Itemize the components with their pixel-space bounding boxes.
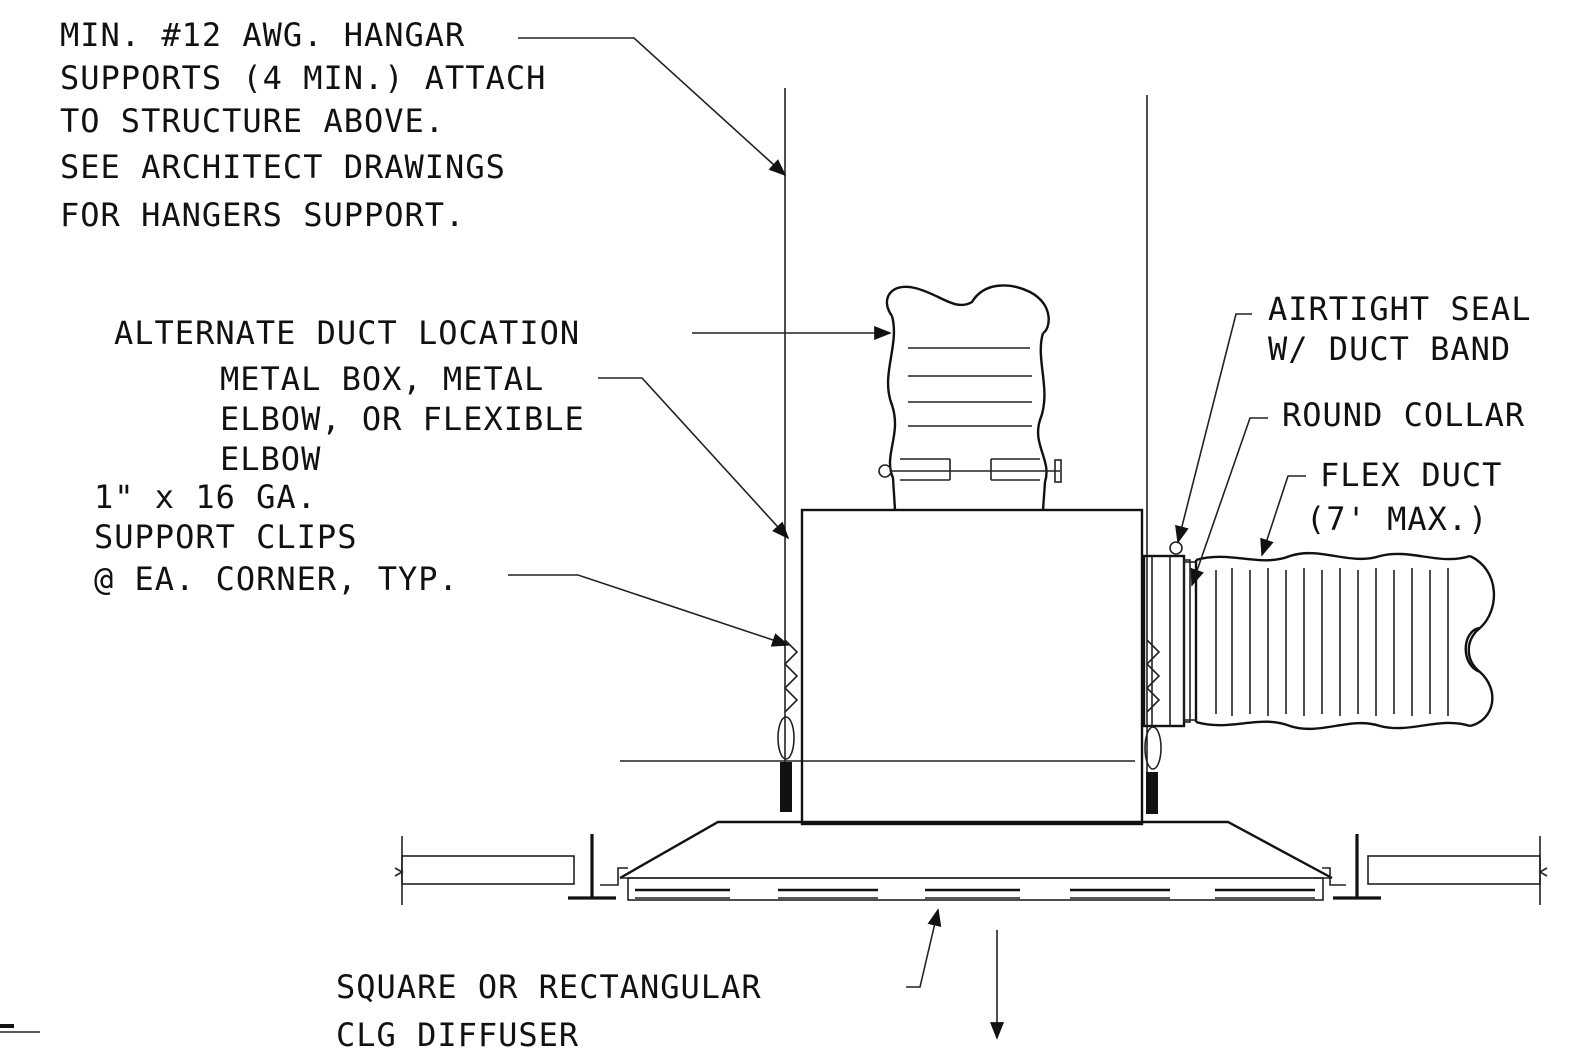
ceiling-tee-left bbox=[394, 834, 628, 905]
leader-support-clips bbox=[508, 574, 790, 647]
note-clips-line-2: SUPPORT CLIPS bbox=[94, 518, 357, 556]
flex-duct-ribs bbox=[1215, 568, 1449, 716]
note-diffuser-line-2: CLG DIFFUSER bbox=[336, 1016, 579, 1054]
support-clip-left bbox=[777, 639, 799, 812]
edge-mark bbox=[0, 1024, 40, 1033]
alternate-duct-top bbox=[878, 284, 1062, 511]
leader-round-collar bbox=[1190, 417, 1268, 587]
leader-hangar-supports bbox=[518, 37, 787, 177]
leader-metal-box bbox=[598, 377, 790, 540]
note-hangar-line-3: TO STRUCTURE ABOVE. bbox=[60, 102, 445, 140]
leader-airtight-seal bbox=[1175, 313, 1252, 544]
note-hangar-line-5: FOR HANGERS SUPPORT. bbox=[60, 196, 465, 234]
note-hangar-supports: MIN. #12 AWG. HANGAR SUPPORTS (4 MIN.) A… bbox=[60, 16, 546, 234]
note-clips-line-3: @ EA. CORNER, TYP. bbox=[94, 560, 459, 598]
note-seal-line-2: W/ DUCT BAND bbox=[1268, 330, 1511, 368]
note-flex-line-2: (7' MAX.) bbox=[1306, 500, 1488, 538]
ceiling-tee-right bbox=[1322, 834, 1548, 905]
note-alternate-duct: ALTERNATE DUCT LOCATION bbox=[114, 314, 580, 352]
note-airtight-seal: AIRTIGHT SEAL W/ DUCT BAND bbox=[1268, 290, 1531, 368]
leader-diffuser bbox=[906, 908, 942, 988]
note-diffuser: SQUARE OR RECTANGULAR CLG DIFFUSER bbox=[336, 968, 762, 1054]
note-metal-box-line-3: ELBOW bbox=[220, 440, 321, 478]
note-metal-box-line-2: ELBOW, OR FLEXIBLE bbox=[220, 400, 585, 438]
note-hangar-line-2: SUPPORTS (4 MIN.) ATTACH bbox=[60, 59, 546, 97]
ceiling-diffuser bbox=[619, 820, 1333, 901]
note-clips-line-1: 1" x 16 GA. bbox=[94, 478, 317, 516]
metal-box bbox=[800, 508, 1144, 826]
leader-lines bbox=[508, 37, 1306, 988]
note-seal-line-1: AIRTIGHT SEAL bbox=[1268, 290, 1531, 328]
note-flex-line-1: FLEX DUCT bbox=[1320, 456, 1502, 494]
hanger-wires bbox=[784, 88, 1148, 812]
note-support-clips: 1" x 16 GA. SUPPORT CLIPS @ EA. CORNER, … bbox=[94, 478, 459, 598]
note-hangar-line-4: SEE ARCHITECT DRAWINGS bbox=[60, 148, 506, 186]
support-clip-right bbox=[1144, 639, 1162, 814]
flex-duct-side bbox=[1194, 551, 1496, 731]
note-round-collar: ROUND COLLAR bbox=[1282, 396, 1525, 434]
note-hangar-line-1: MIN. #12 AWG. HANGAR bbox=[60, 16, 465, 54]
note-metal-box-line-1: METAL BOX, METAL bbox=[220, 360, 544, 398]
note-diffuser-line-1: SQUARE OR RECTANGULAR bbox=[336, 968, 762, 1006]
note-flex-duct: FLEX DUCT (7' MAX.) bbox=[1306, 456, 1502, 538]
leader-flex-duct bbox=[1260, 475, 1306, 557]
note-metal-box: METAL BOX, METAL ELBOW, OR FLEXIBLE ELBO… bbox=[220, 360, 585, 478]
round-collar bbox=[1142, 541, 1196, 728]
